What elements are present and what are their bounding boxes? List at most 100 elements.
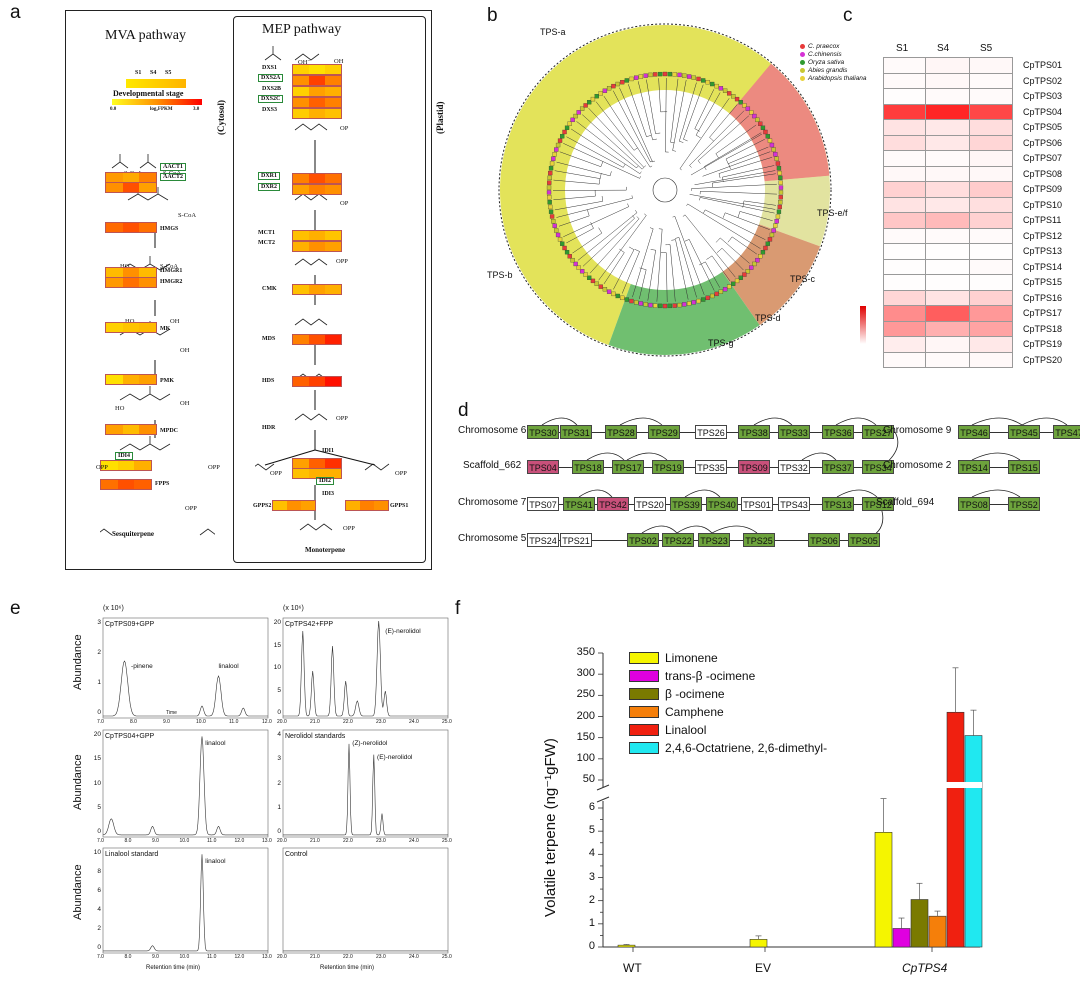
enzyme-pmk: PMK: [160, 378, 174, 384]
heat-mk: [105, 322, 157, 333]
y-tick-label: 0: [588, 940, 595, 952]
tree-leaf-marker: [547, 199, 552, 205]
bar-linalool: [946, 711, 965, 948]
heat-dxs2b: [292, 86, 342, 97]
x-tick: 20.0: [277, 954, 287, 960]
tree-leaf-marker: [602, 287, 608, 292]
tree-branch: [715, 124, 757, 154]
tree-leaf-marker: [547, 195, 552, 200]
gene-tps38: TPS38: [738, 425, 770, 439]
tree-branch-arc: [674, 237, 680, 239]
tree-branch-arc: [634, 248, 640, 252]
heat-mct2: [292, 241, 342, 252]
tree-branch-arc: [686, 203, 688, 206]
heatmap-cell: [926, 321, 970, 337]
y-tick: 0: [97, 828, 101, 835]
tree-branch: [647, 250, 656, 301]
bar-camphene: [928, 915, 947, 948]
tree-leaf-marker: [778, 199, 783, 205]
legend-dot: [800, 59, 805, 65]
tree-leaf-marker: [583, 103, 588, 108]
enzyme-hdr: HDR: [262, 425, 276, 431]
peak-label: linalool: [218, 663, 239, 670]
heatmap-cell: [969, 259, 1013, 275]
legend-dot: [800, 43, 805, 49]
tree-branch-arc: [671, 239, 676, 241]
x-tick: 23.0: [376, 954, 386, 960]
enzyme-mpdc: MPDC: [160, 428, 178, 434]
x-tick: 7.0: [97, 838, 104, 844]
tree-leaf-marker: [564, 125, 570, 130]
heatmap-row-label: CpTPS01: [1023, 60, 1063, 70]
tree-branch: [709, 104, 738, 138]
legend-label: C. praecox: [808, 42, 840, 50]
tree-branch-arc: [689, 165, 692, 168]
panel-letter-d: d: [458, 400, 469, 421]
tree-leaf-marker: [648, 302, 653, 308]
enzyme-gpps2: GPPS2: [253, 503, 272, 509]
gene-tps18: TPS18: [572, 460, 604, 474]
tree-branch-arc: [679, 168, 682, 171]
tree-branch-arc: [655, 132, 661, 134]
tandem-arc: [586, 452, 625, 461]
tandem-arc: [619, 417, 663, 426]
gene-tps40: TPS40: [706, 497, 738, 511]
tree-leaf-marker: [682, 73, 687, 78]
enzyme-dxs3: DXS3: [262, 107, 278, 113]
gene-tps21: TPS21: [560, 533, 592, 547]
heat-pmk: [105, 374, 157, 385]
heat-dxs2c: [292, 97, 342, 108]
tree-leaf-marker: [602, 88, 608, 93]
tree-leaf-marker: [615, 81, 620, 87]
tree-branch: [658, 78, 661, 112]
heatmap-cell: [969, 89, 1013, 105]
heatmap-cell: [969, 58, 1013, 74]
tree-branch: [570, 128, 641, 174]
tree-branch: [679, 98, 730, 169]
tree-leaf-marker: [691, 300, 696, 305]
heatmap-row-label: CpTPS13: [1023, 246, 1063, 256]
gene-tps13: TPS13: [822, 497, 854, 511]
x-tick: 21.0: [310, 954, 320, 960]
monoterpene-label: Monoterpene: [305, 546, 346, 554]
heat-hmgr2: [105, 277, 157, 288]
heatmap-cell: [926, 89, 970, 105]
mpdc-oh-label: OH: [180, 400, 190, 407]
tree-leaf-marker: [560, 241, 565, 246]
enzyme-hmgr2: HMGR2: [160, 279, 183, 285]
mep-oh-label: OH⁻: [298, 59, 311, 66]
gene-tps46: TPS46: [958, 425, 990, 439]
tree-leaf-marker: [777, 204, 782, 210]
y-tick: 10: [273, 664, 281, 671]
heat-hmgs: [105, 222, 157, 233]
y-tick-label: 2: [588, 893, 595, 906]
tree-branch: [577, 212, 638, 261]
tree-leaf-marker: [667, 303, 673, 309]
hmgr-substrate-label: S-CoA: [160, 263, 179, 270]
mk-oh-label: OH: [170, 318, 180, 325]
heatmap-cell: [883, 321, 927, 337]
legend-swatch: [629, 688, 659, 700]
x-tick: 10.0: [196, 719, 206, 725]
heatmap-row: [883, 352, 1013, 368]
heatmap-cell: [926, 151, 970, 167]
tree-leaf-marker: [722, 287, 728, 292]
heatmap-cell: [926, 244, 970, 260]
tree-branch-arc: [632, 215, 635, 219]
gene-tps25: TPS25: [743, 533, 775, 547]
heatmap-cell: [969, 182, 1013, 198]
label-scaffold-694: Scaffold_694: [876, 497, 935, 508]
tree-leaf-marker: [548, 204, 553, 210]
tree-leaf-marker: [643, 73, 648, 78]
x-tick: 13.0: [262, 954, 272, 960]
tree-leaf-marker: [696, 298, 701, 304]
heatmap-row: [883, 104, 1013, 120]
tree-leaf-marker: [587, 100, 592, 105]
tree-branch-arc: [715, 237, 721, 243]
y-tick: 2: [277, 779, 281, 787]
tree-root: [652, 177, 678, 203]
tandem-arc: [676, 525, 713, 534]
tree-leaf-marker: [557, 237, 563, 242]
enzyme-idi1: IDI1: [322, 448, 335, 454]
tree-leaf-marker: [576, 265, 581, 270]
